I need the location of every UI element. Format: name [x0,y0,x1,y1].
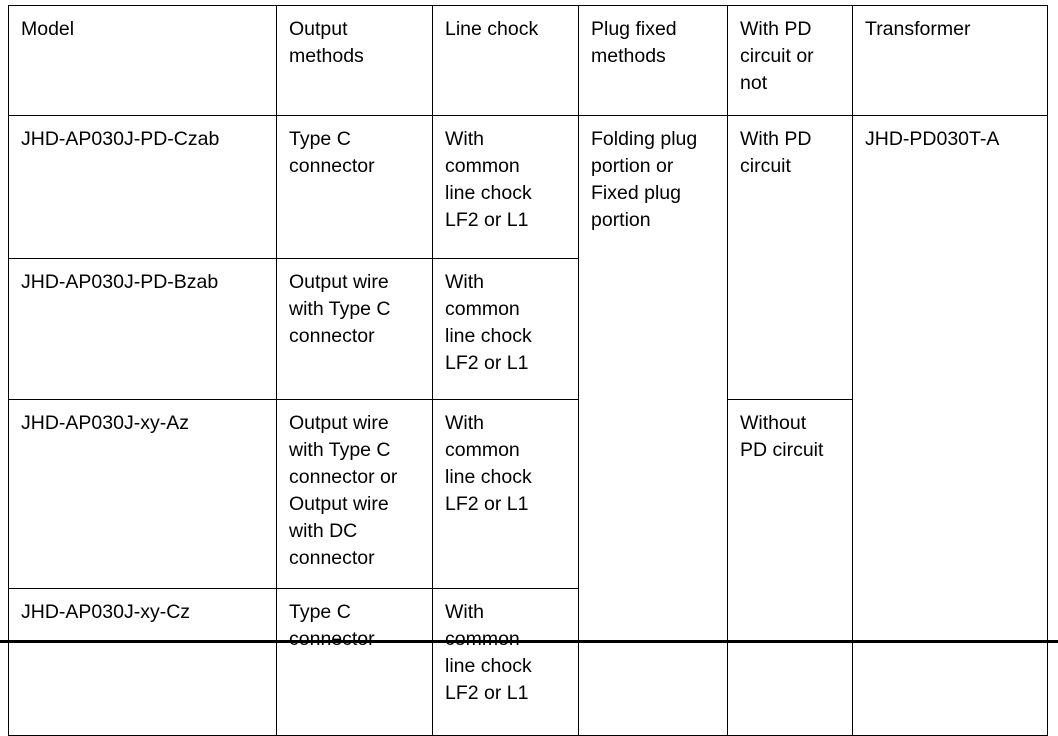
cell-line-chock-row-3: With common line chock LF2 or L1 [432,399,579,589]
column-header-output-methods: Output methods [276,5,433,116]
cell-with-pd-circuit-merged: With PD circuit [727,115,853,400]
table-row: JHD-AP030J-PD-Bzab Output wire with Type… [8,258,1048,400]
cell-line-chock-row-4: With common line chock LF2 or L1 [432,588,579,736]
column-header-line-chock: Line chock [432,5,579,116]
cell-model-row-2: JHD-AP030J-PD-Bzab [8,258,277,400]
product-model-specification-table: Model Output methods Line chock Plug fix… [8,5,1048,736]
cell-output-row-4: Type C connector [276,588,433,736]
cell-plug-fixed-methods-merged: Folding plug portion or Fixed plug porti… [578,115,728,736]
cell-model-row-4: JHD-AP030J-xy-Cz [8,588,277,736]
cell-line-chock-row-1: With common line chock LF2 or L1 [432,115,579,259]
page-root: Model Output methods Line chock Plug fix… [0,5,1058,736]
cell-output-row-1: Type C connector [276,115,433,259]
cell-without-pd-circuit-merged: Without PD circuit [727,399,853,736]
column-header-plug-fixed-methods: Plug fixed methods [578,5,728,116]
column-header-transformer: Transformer [852,5,1048,116]
column-header-model: Model [8,5,277,116]
table-header-row: Model Output methods Line chock Plug fix… [8,5,1048,116]
cell-line-chock-row-2: With common line chock LF2 or L1 [432,258,579,400]
table-row: JHD-AP030J-PD-Czab Type C connector With… [8,115,1048,736]
cell-model-row-1: JHD-AP030J-PD-Czab [8,115,277,259]
cell-output-row-3: Output wire with Type C connector or Out… [276,399,433,589]
cell-output-row-2: Output wire with Type C connector [276,258,433,400]
column-header-with-pd-circuit-or-not: With PD circuit or not [727,5,853,116]
page-bottom-rule [0,640,1058,643]
cell-model-row-3: JHD-AP030J-xy-Az [8,399,277,589]
